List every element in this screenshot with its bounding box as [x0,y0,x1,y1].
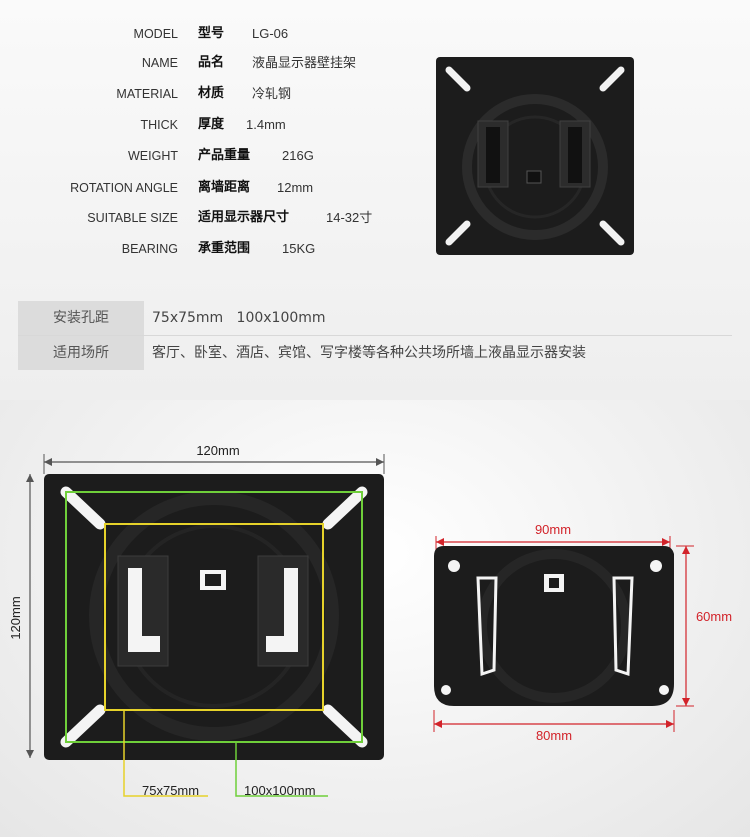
spec-en-label: WEIGHT [128,149,178,163]
info-label: 适用场所 [18,336,144,370]
info-row-hole-spacing: 安装孔距 75x75mm 100x100mm [18,301,732,335]
spec-en-label: BEARING [121,242,178,256]
info-row-applicable-places: 适用场所 客厅、卧室、酒店、宾馆、写字楼等各种公共场所墙上液晶显示器安装 [18,335,732,370]
height-dimension-label: 120mm [8,596,23,639]
spec-en-label: SUITABLE SIZE [87,211,178,225]
spec-zh-label: 材质 [198,86,225,101]
side-dimension-label: 60mm [696,609,732,624]
info-value: 客厅、卧室、酒店、宾馆、写字楼等各种公共场所墙上液晶显示器安装 [152,345,586,361]
info-table: 安装孔距 75x75mm 100x100mm 适用场所 客厅、卧室、酒店、宾馆、… [18,301,732,370]
spec-zh-label: 产品重量 [198,148,251,163]
spec-zh-label: 适用显示器尺寸 [198,210,290,225]
front-plate-diagram: 120mm 120mm 75x75mm 100x100mm [8,443,385,798]
spec-en-label: THICK [140,118,179,132]
info-label: 安装孔距 [18,301,144,335]
width-dimension-label: 120mm [196,443,239,458]
spec-zh-label: 厚度 [198,117,225,132]
product-photo [436,57,634,255]
spec-zh-label: 品名 [198,55,225,70]
spec-value: 14-32寸 [326,210,373,225]
spec-value: 液晶显示器壁挂架 [252,55,357,70]
spec-zh-label: 型号 [198,26,225,41]
spec-zh-label: 承重范围 [198,241,251,256]
spec-en-label: MATERIAL [116,87,178,101]
spec-value: LG-06 [252,26,289,41]
spec-zh-label: 离墙距离 [198,180,251,195]
spec-value: 冷轧钢 [252,86,292,101]
back-plate-diagram: 90mm 60mm 80mm [433,522,732,743]
vesa-small-label: 75x75mm [142,783,199,798]
spec-en-label: ROTATION ANGLE [70,181,178,195]
info-value: 75x75mm 100x100mm [152,310,326,326]
spec-en-label: MODEL [133,27,178,41]
spec-value: 1.4mm [246,117,286,132]
top-dimension-label: 90mm [535,522,571,537]
spec-en-label: NAME [141,56,178,70]
bottom-dimension-label: 80mm [536,728,572,743]
vesa-large-label: 100x100mm [244,783,316,798]
spec-value: 216G [282,148,314,163]
spec-value: 12mm [277,180,314,195]
spec-value: 15KG [282,241,316,256]
